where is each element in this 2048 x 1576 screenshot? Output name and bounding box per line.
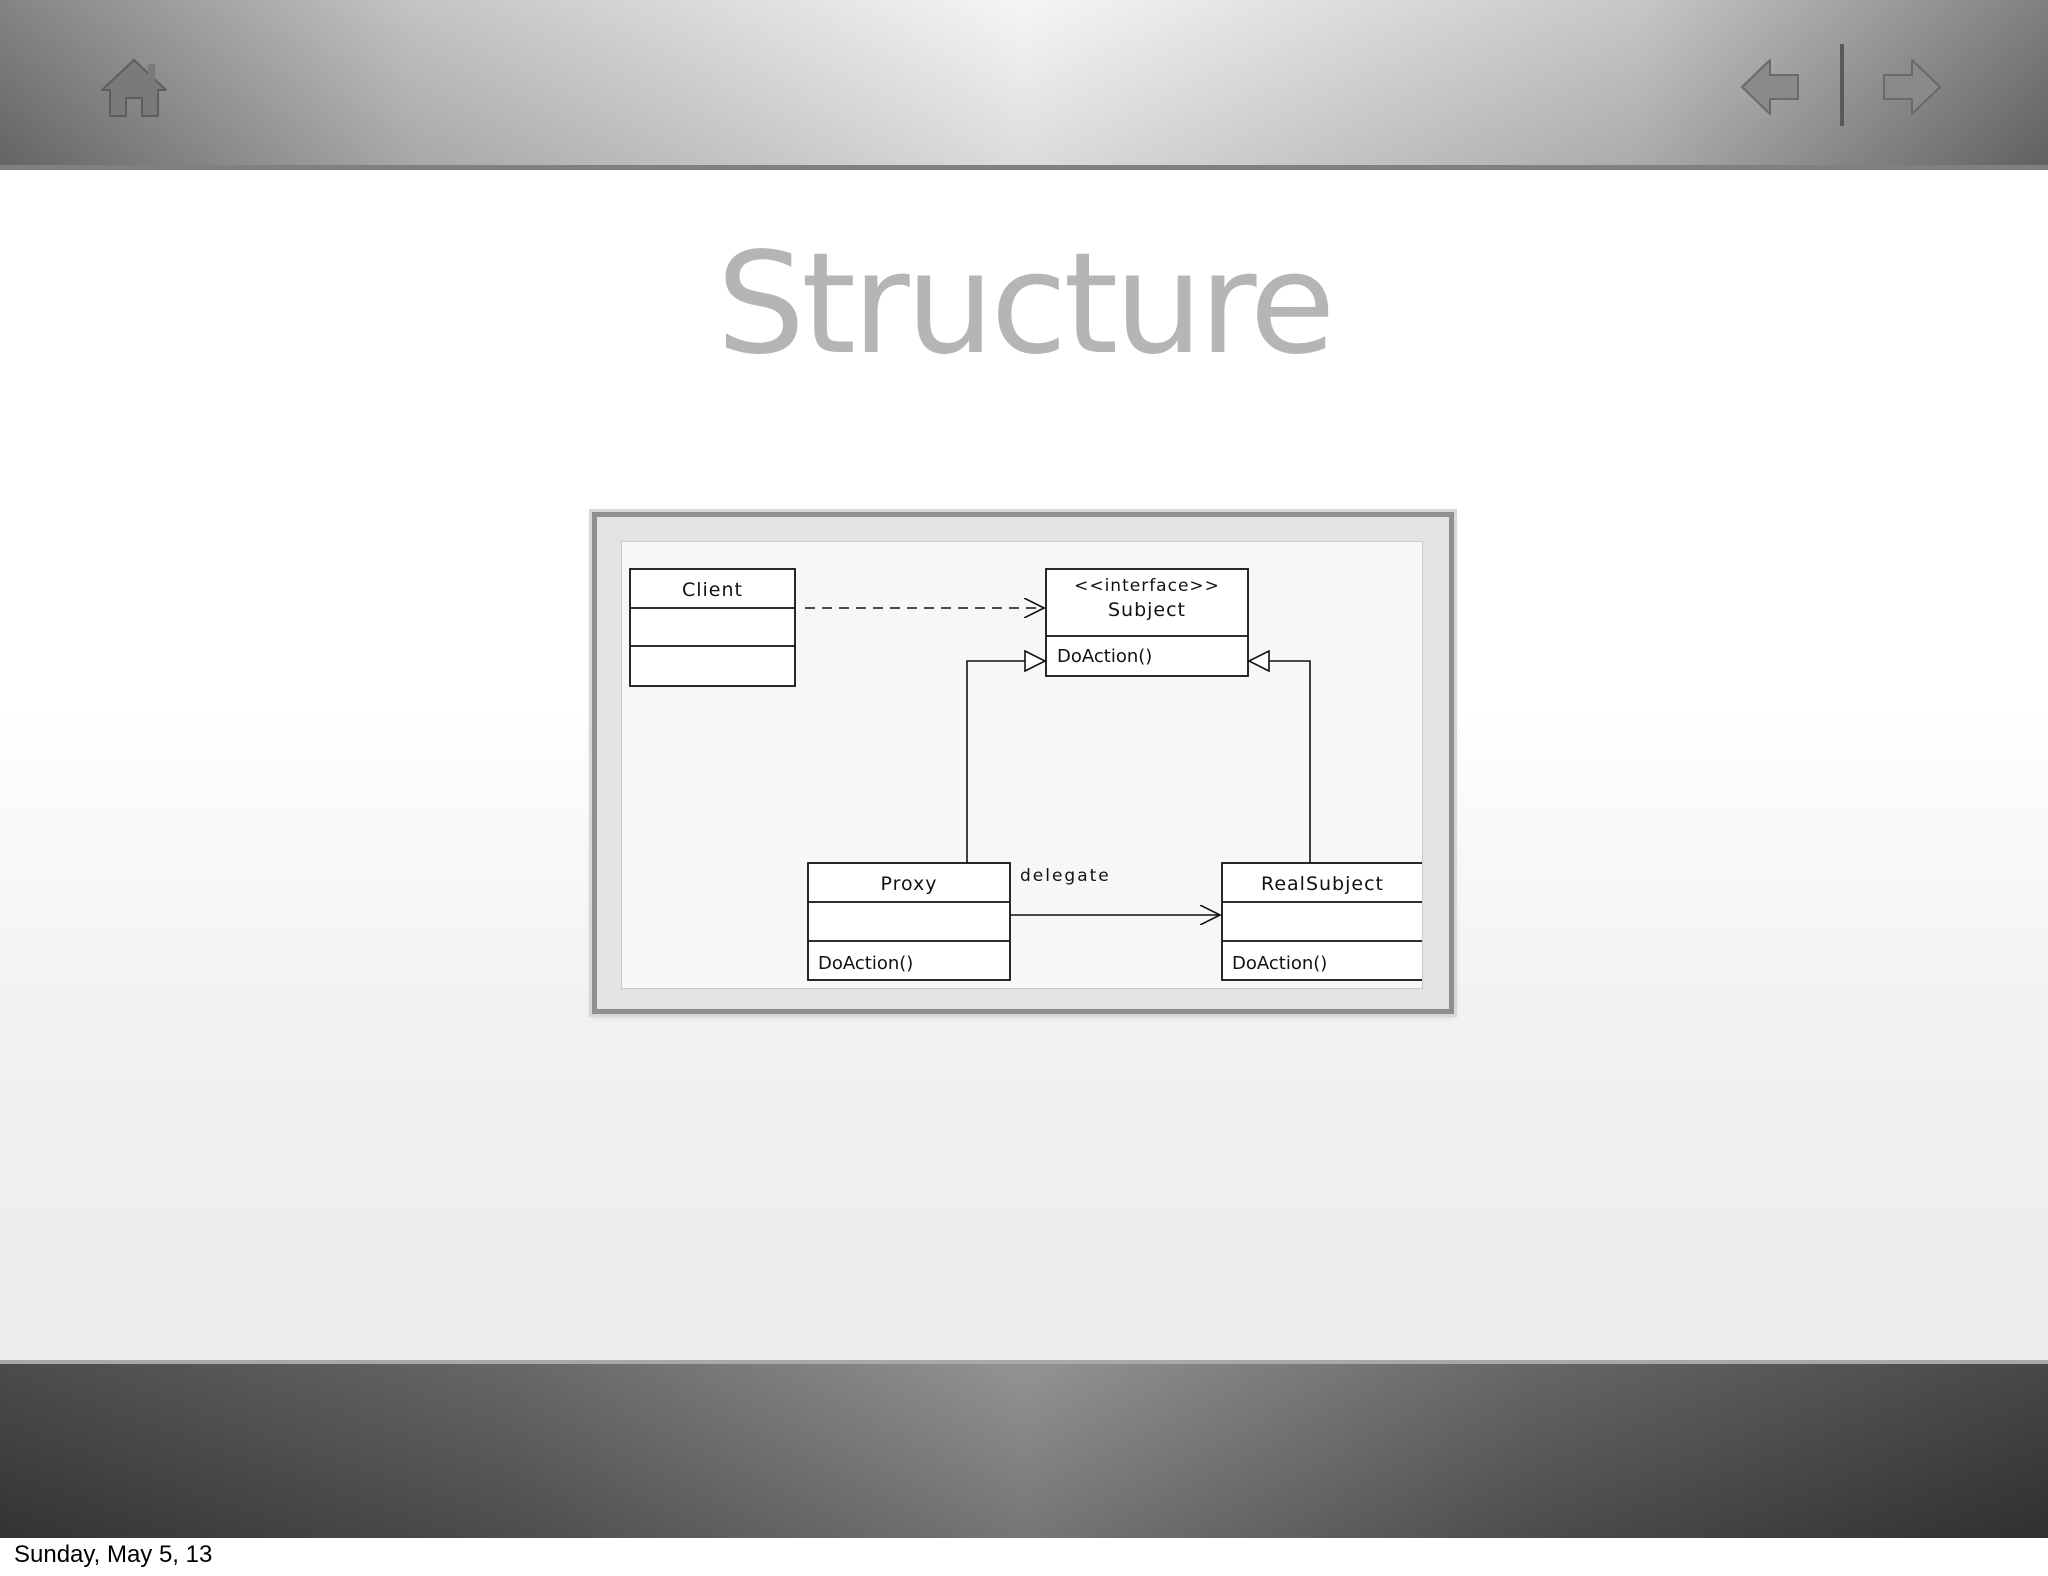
bottom-bar [0, 1360, 2048, 1538]
realsubject-class: RealSubject DoAction() [1221, 862, 1422, 981]
home-icon[interactable] [100, 56, 168, 120]
subject-interface: <<interface>> Subject DoAction() [1045, 568, 1249, 677]
realsubject-operation: DoAction() [1232, 953, 1327, 974]
realsubject-class-name: RealSubject [1261, 873, 1384, 895]
subject-class-name: Subject [1108, 599, 1186, 621]
subject-stereotype: <<interface>> [1074, 576, 1220, 596]
arrow-left-icon[interactable] [1740, 56, 1802, 118]
uml-diagram: Client <<interface>> Subject DoAction() … [621, 541, 1423, 989]
footer-date: Sunday, May 5, 13 [14, 1541, 213, 1568]
client-class-name: Client [682, 579, 743, 601]
subject-operation: DoAction() [1057, 646, 1152, 667]
delegate-label: delegate [1020, 866, 1111, 886]
top-toolbar [0, 0, 2048, 170]
diagram-frame: Client <<interface>> Subject DoAction() … [592, 512, 1454, 1014]
proxy-operation: DoAction() [818, 953, 913, 974]
uml-class-diagram: Client <<interface>> Subject DoAction() … [629, 568, 1422, 981]
slide-title: Structure [716, 223, 1335, 386]
nav-divider [1840, 44, 1844, 126]
realsubject-subject-realization [1249, 661, 1311, 863]
arrow-right-icon[interactable] [1880, 56, 1942, 118]
proxy-subject-realization [966, 661, 1045, 863]
footer [0, 1538, 2048, 1576]
client-class: Client [629, 568, 796, 687]
proxy-class-name: Proxy [880, 873, 937, 895]
proxy-class: Proxy DoAction() [807, 862, 1011, 981]
